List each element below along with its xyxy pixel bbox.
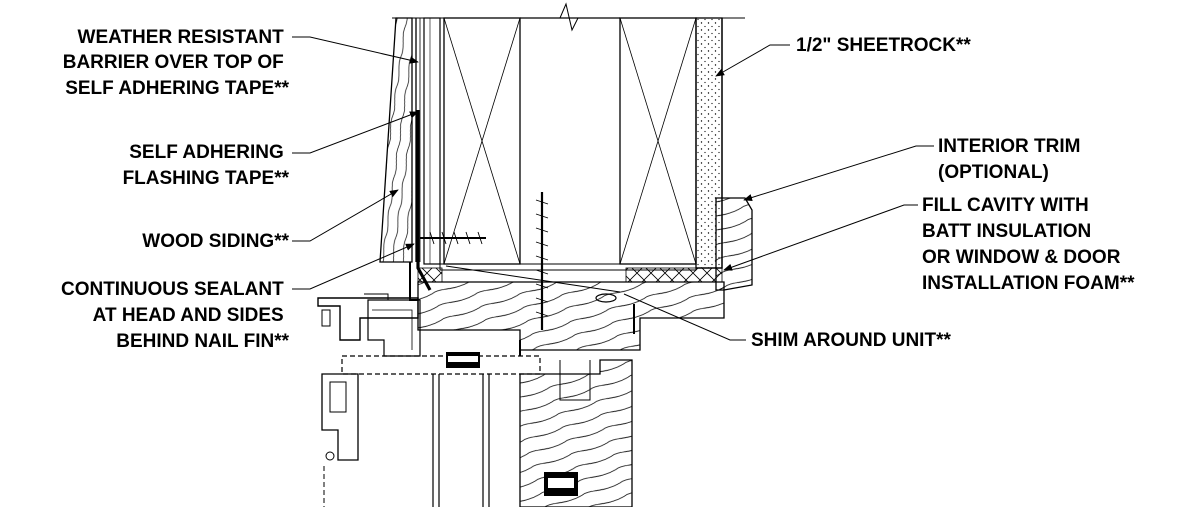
insulation-left [417, 267, 443, 283]
leader-shim [623, 293, 746, 341]
break-line [392, 2, 745, 32]
leader-sealant [292, 243, 415, 290]
label-wood-siding: WOOD SIDING** [142, 231, 289, 252]
left-jamb [321, 373, 359, 461]
insulation-right [625, 267, 723, 283]
leader-interior-trim [743, 145, 934, 202]
leader-sheetrock [715, 44, 790, 77]
sheathing [423, 17, 441, 265]
label-weather-barrier: WEATHER RESISTANT BARRIER OVER TOP OF SE… [63, 27, 290, 99]
wood-siding [379, 17, 413, 263]
leader-flashing-tape [292, 111, 419, 154]
exterior-frame [317, 297, 419, 341]
callouts-right: 1/2" SHEETROCK** INTERIOR TRIM (OPTIONAL… [751, 35, 1135, 351]
label-sealant: CONTINUOUS SEALANT AT HEAD AND SIDES BEH… [61, 279, 290, 352]
leader-wood-siding [292, 189, 399, 242]
shim [445, 265, 621, 293]
label-flashing-tape: SELF ADHERING FLASHING TAPE** [123, 142, 290, 189]
leader-weather-barrier [292, 36, 419, 64]
callouts-left: WEATHER RESISTANT BARRIER OVER TOP OF SE… [61, 27, 290, 352]
label-shim: SHIM AROUND UNIT** [751, 330, 951, 351]
interior-sash [519, 359, 633, 507]
label-sheetrock: 1/2" SHEETROCK** [796, 35, 971, 56]
leader-fill-cavity [723, 204, 918, 271]
frame-head-jamb [417, 281, 725, 351]
wall-section [317, 2, 753, 507]
label-fill-cavity: FILL CAVITY WITH BATT INSULATION OR WIND… [922, 195, 1135, 294]
leader-lines [292, 36, 934, 341]
extrusion-sash [341, 355, 541, 375]
label-interior-trim: INTERIOR TRIM (OPTIONAL) [938, 136, 1086, 183]
